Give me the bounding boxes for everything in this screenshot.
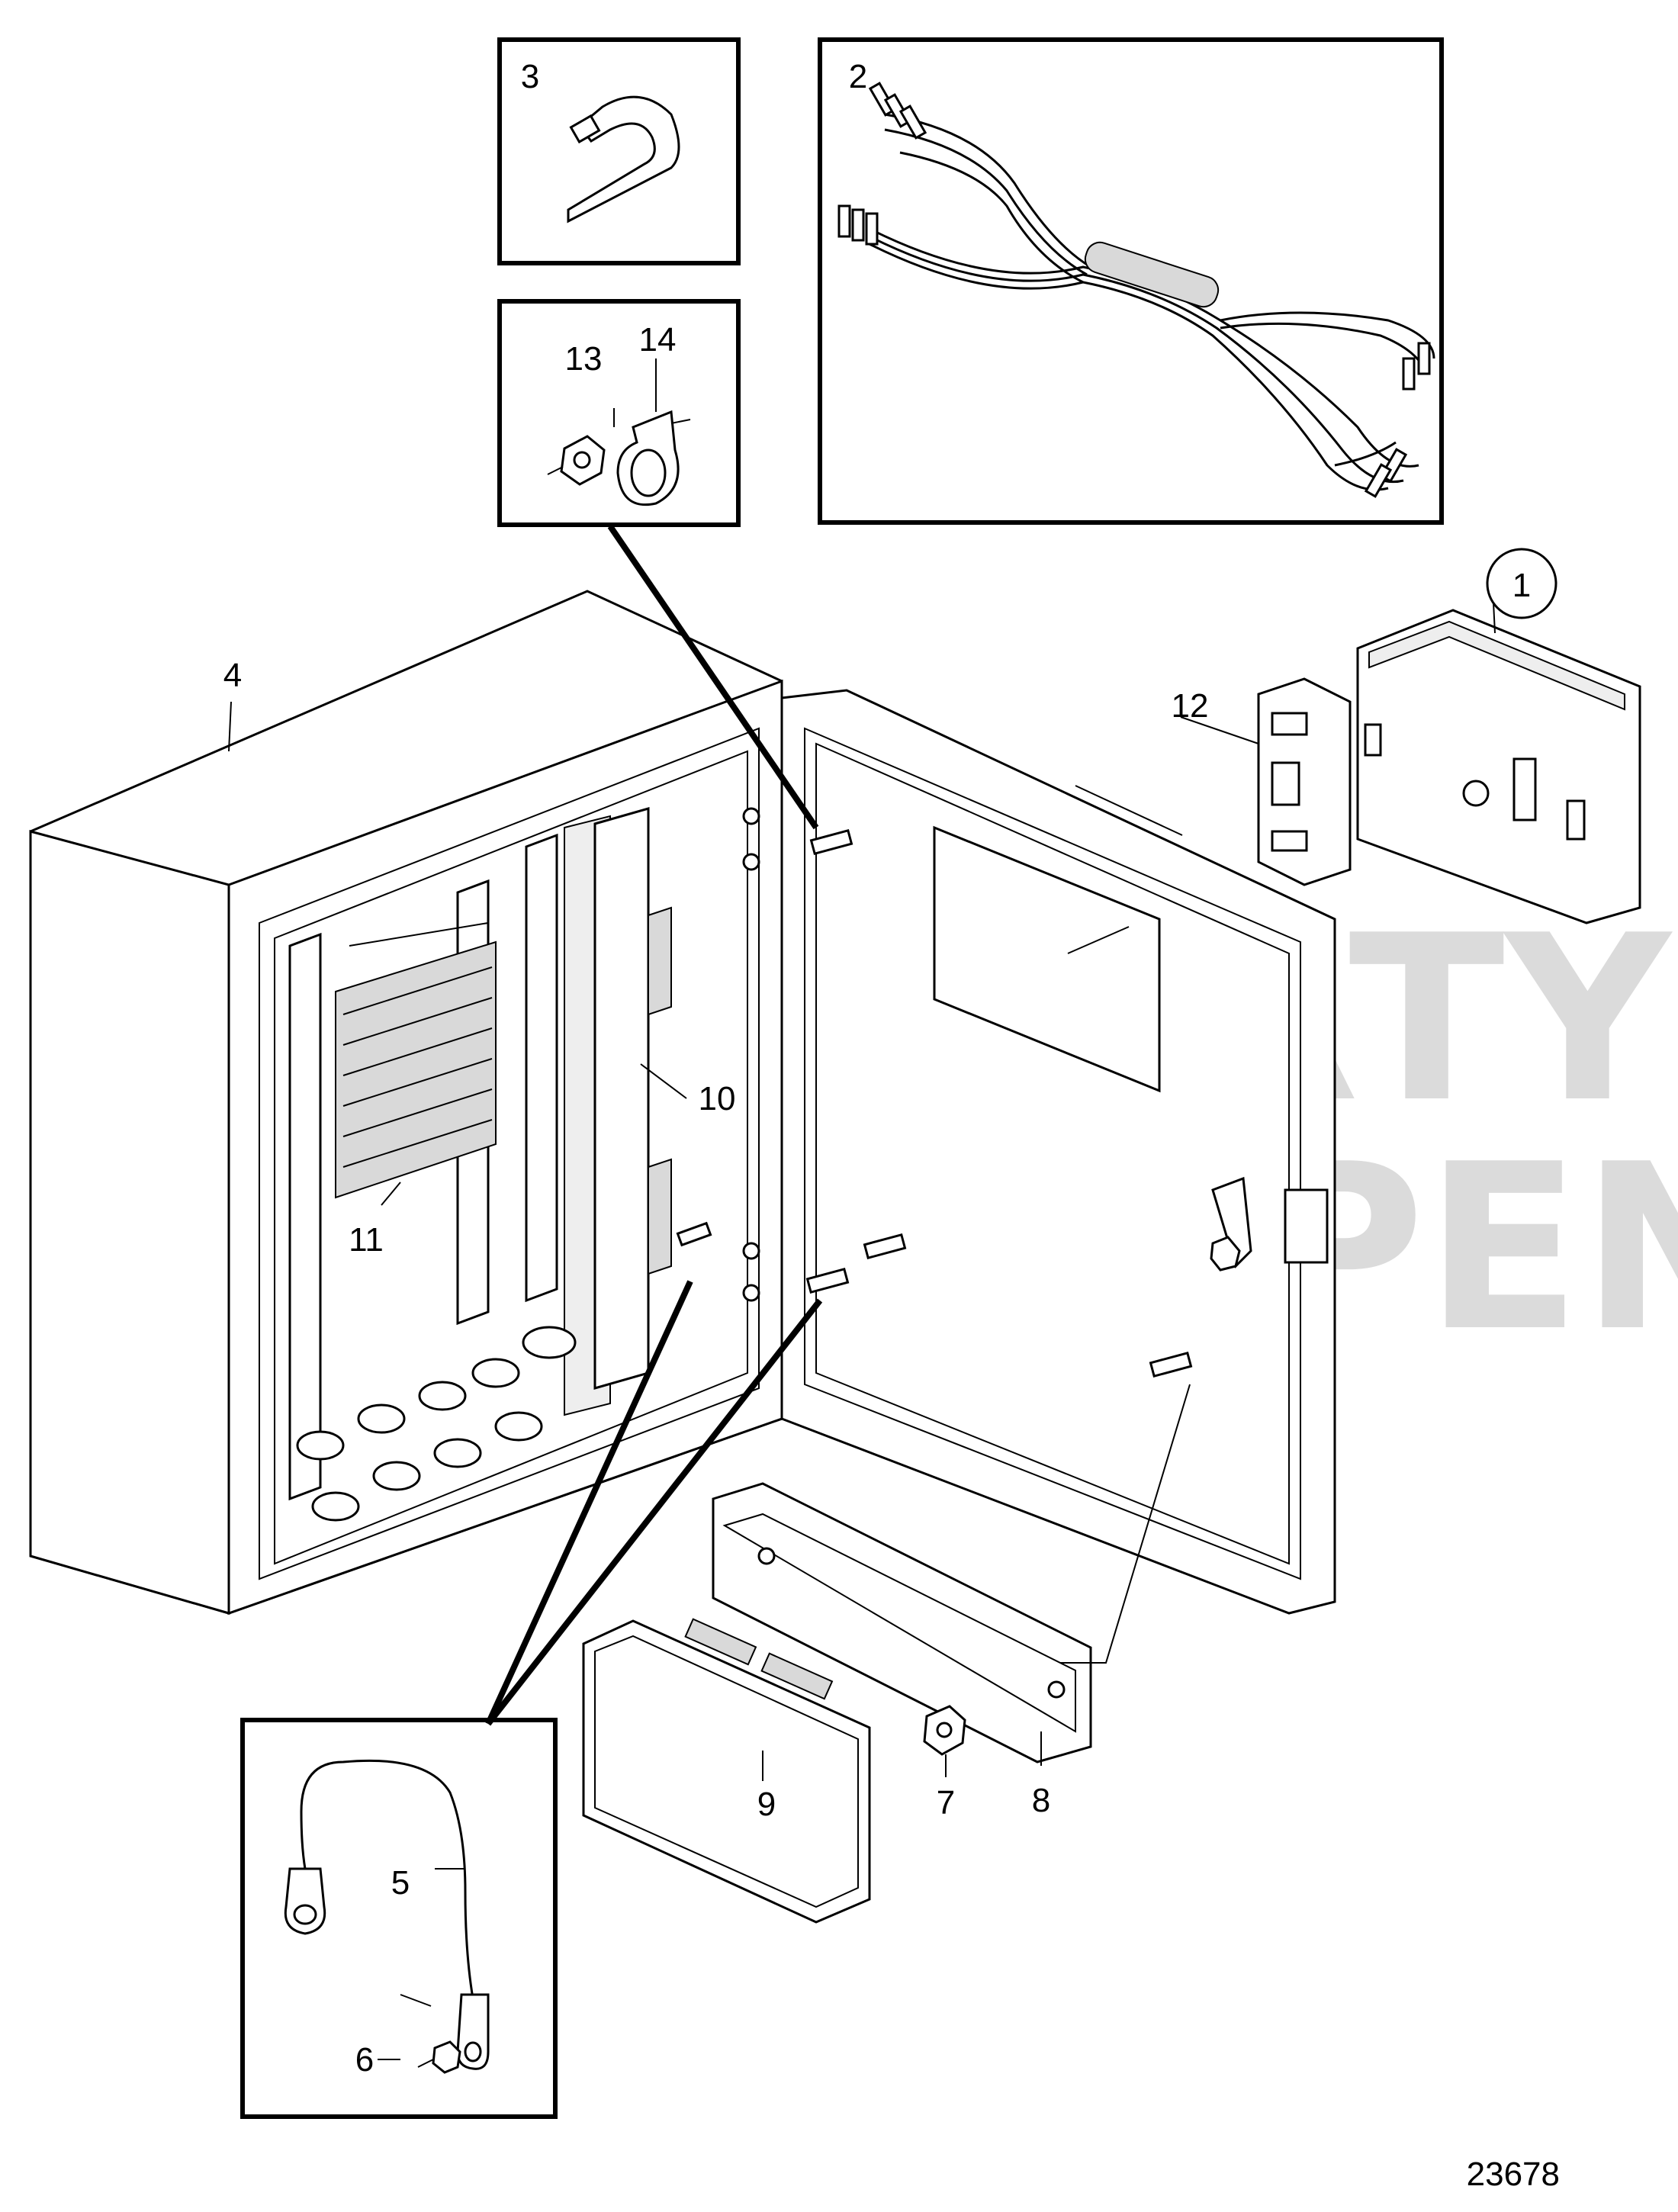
detail-box-nut-clamp xyxy=(497,299,741,527)
callout-4: 4 xyxy=(223,657,242,694)
callout-10: 10 xyxy=(699,1080,736,1117)
callout-labels: 1 2 3 4 5 6 7 8 9 10 11 12 13 14 xyxy=(223,58,1531,2079)
interface-module xyxy=(1257,677,1352,886)
callout-9: 9 xyxy=(757,1786,776,1823)
terminal-block-11 xyxy=(335,940,497,1199)
callout-3: 3 xyxy=(521,58,539,95)
mounting-studs xyxy=(676,807,760,1302)
callout-14: 14 xyxy=(639,321,677,358)
din-rail-8 xyxy=(712,1482,1092,1763)
control-unit xyxy=(1356,548,1641,924)
callout-5: 5 xyxy=(391,1864,410,1902)
enclosure-door xyxy=(780,689,1336,1615)
callout-2: 2 xyxy=(849,58,867,95)
callout-12: 12 xyxy=(1172,687,1209,725)
callout-7: 7 xyxy=(937,1784,955,1821)
detail-box-ground-strap xyxy=(240,1718,558,2119)
logic-unit-9 xyxy=(582,1618,871,1924)
callout-6: 6 xyxy=(355,2041,374,2079)
callout-1: 1 xyxy=(1512,567,1531,604)
callout-8: 8 xyxy=(1032,1782,1050,1819)
nut-7 xyxy=(923,1705,966,1756)
detail-box-cable-tie xyxy=(497,37,741,265)
enclosure-body xyxy=(29,590,783,1616)
detail-box-wiring-harness xyxy=(818,37,1444,525)
callout-11: 11 xyxy=(349,1221,384,1259)
cable-glands xyxy=(296,1326,577,1522)
drawing-number: 23678 xyxy=(1467,2156,1560,2193)
terminal-strip-10 xyxy=(564,807,672,1416)
callout-13: 13 xyxy=(565,340,603,378)
leader-lines xyxy=(228,358,1496,2060)
connector-pins xyxy=(837,82,1431,498)
